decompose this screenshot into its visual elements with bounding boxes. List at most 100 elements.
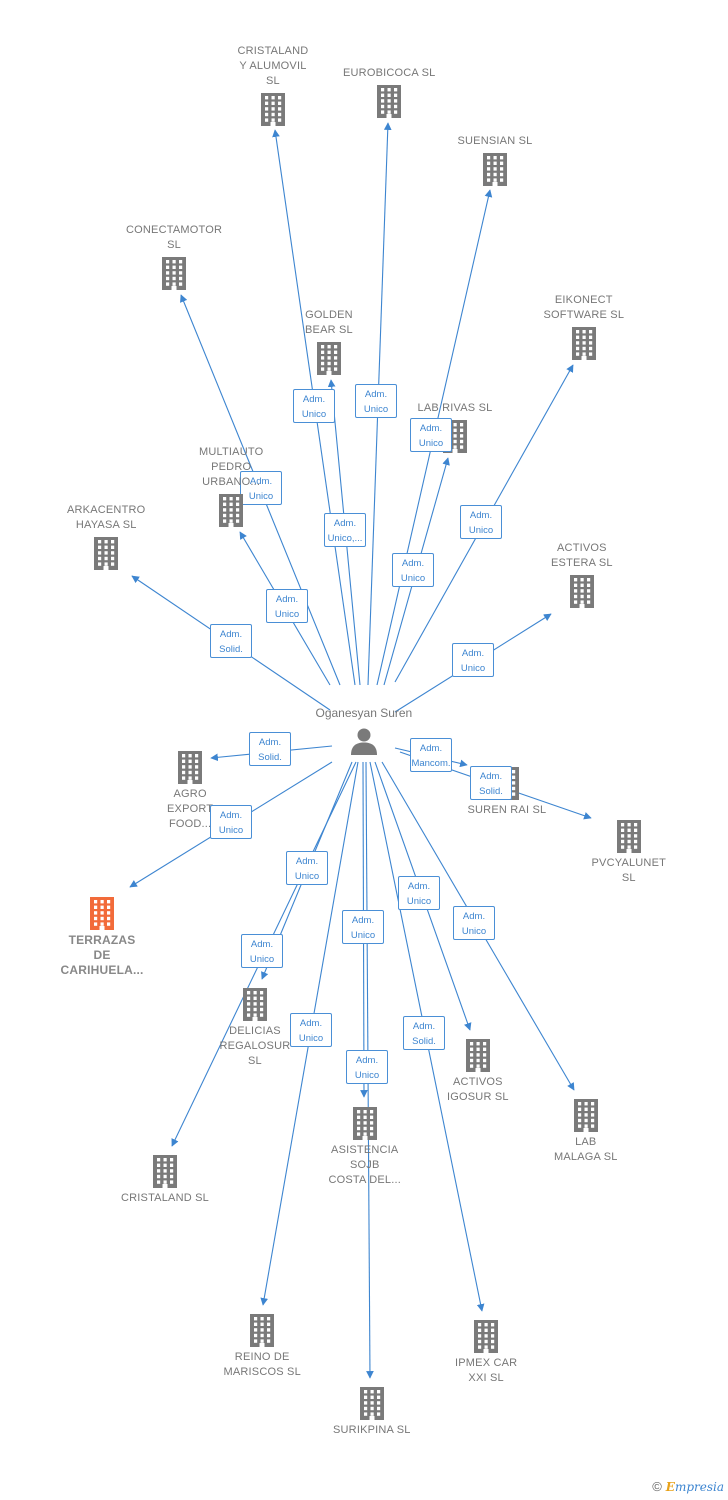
building-icon: [242, 988, 267, 1021]
company-node-activos_igosur[interactable]: ACTIVOS IGOSUR SL: [447, 1038, 509, 1105]
company-label: ARKACENTRO HAYASA SL: [67, 504, 146, 531]
role-badge-arkacentro[interactable]: Adm.Solid.: [210, 624, 252, 658]
role-badge-text: Unico: [363, 404, 389, 415]
role-badge-text: Unico: [218, 825, 244, 836]
building-icon: [178, 751, 203, 784]
role-badge-text: Mancom.: [411, 758, 451, 769]
role-badge-pvcyalunet[interactable]: Adm.Solid.: [470, 766, 512, 800]
company-label: SUREN RAI SL: [467, 804, 547, 816]
role-badge-text: Adm.: [462, 911, 486, 922]
role-badge-eikonect[interactable]: Adm. Unico: [460, 505, 502, 539]
role-badge-text: Adm.: [351, 915, 375, 926]
company-node-activos_estera[interactable]: ACTIVOS ESTERA SL: [551, 541, 613, 608]
role-badge-text: Adm.: [355, 1055, 379, 1066]
company-node-lab_malaga[interactable]: LAB MALAGA SL: [554, 1098, 618, 1165]
role-badge-lab_rivas[interactable]: Adm. Unico: [410, 418, 452, 452]
role-badge-text: Adm.: [275, 594, 299, 605]
company-label: EIKONECT SOFTWARE SL: [543, 294, 625, 321]
company-label: CRISTALAND Y ALUMOVIL SL: [237, 45, 309, 87]
role-badge-text: Adm.: [219, 629, 243, 640]
role-badge-text: Adm.: [333, 518, 357, 529]
building-icon: [152, 1155, 177, 1188]
building-icon: [616, 820, 641, 853]
company-node-reino_mariscos[interactable]: REINO DE MARISCOS SL: [224, 1313, 301, 1380]
building-icon: [571, 327, 596, 360]
role-badge-text: Solid.: [479, 786, 503, 797]
role-badge-text: Adm.: [249, 476, 273, 487]
role-badge-text: Unico: [400, 573, 426, 584]
company-node-golden_bear[interactable]: GOLDEN BEAR SL: [305, 308, 353, 375]
role-badge-text: Unico: [298, 1033, 324, 1044]
company-node-eurobicoca[interactable]: EUROBICOCA SL: [343, 66, 435, 118]
role-badge-multiauto[interactable]: Adm. Unico: [266, 589, 308, 623]
brand-logo: Empresia: [665, 1479, 724, 1494]
role-badge-eurobicoca[interactable]: Adm.Unico: [355, 384, 397, 418]
company-node-cristaland[interactable]: CRISTALAND SL: [121, 1154, 209, 1206]
role-badge-text: Unico: [468, 525, 494, 536]
company-node-terrazas[interactable]: TERRAZAS DE CARIHUELA...: [61, 896, 144, 978]
company-node-ipmex[interactable]: IPMEX CAR XXI SL: [455, 1319, 517, 1386]
person-label: Oganesyan Suren: [315, 706, 413, 720]
role-badge-conectamotor[interactable]: Adm.Unico: [240, 471, 282, 505]
company-node-agro_export[interactable]: AGRO EXPORT FOOD...: [167, 750, 213, 832]
company-node-multiauto[interactable]: MULTIAUTO PEDRO URBANO...: [199, 445, 263, 527]
role-badge-activos_igosur[interactable]: Adm.Unico: [398, 876, 440, 910]
role-badge-suren_rai[interactable]: Adm.Mancom.: [410, 738, 452, 772]
credit: © Empresia: [652, 1479, 724, 1494]
role-badge-text: Unico: [294, 871, 320, 882]
building-icon: [90, 897, 115, 930]
role-badge-text: Unico: [350, 930, 376, 941]
company-label: LAB RIVAS SL: [417, 402, 493, 414]
role-badge-text: Unico: [274, 609, 300, 620]
role-badge-text: Unico: [354, 1070, 380, 1081]
role-badge-text: Adm.: [469, 510, 493, 521]
company-node-suensian[interactable]: SUENSIAN SL: [458, 134, 533, 186]
company-label: GOLDEN BEAR SL: [305, 309, 353, 336]
role-badge-reino_mariscos[interactable]: Adm. Unico: [290, 1013, 332, 1047]
person-node[interactable]: Oganesyan Suren: [315, 706, 413, 756]
company-label: PVCYALUNET SL: [591, 857, 667, 884]
role-badge-text: Adm.: [302, 394, 326, 405]
role-badge-cristaland[interactable]: Adm.Unico: [241, 934, 283, 968]
role-badge-text: Adm.: [401, 558, 425, 569]
company-node-asistencia[interactable]: ASISTENCIA SOJB COSTA DEL...: [329, 1106, 402, 1188]
company-node-cristaland_alumovil[interactable]: CRISTALAND Y ALUMOVIL SL: [238, 44, 309, 126]
company-node-pvcyalunet[interactable]: PVCYALUNET SL: [592, 819, 667, 886]
copyright-symbol: ©: [652, 1479, 662, 1494]
company-node-delicias[interactable]: DELICIAS REGALOSUR SL: [220, 987, 291, 1069]
company-label: ACTIVOS IGOSUR SL: [447, 1076, 509, 1103]
role-badge-suensian[interactable]: Adm. Unico: [392, 553, 434, 587]
role-badge-text: Unico: [418, 438, 444, 449]
role-badge-lab_malaga[interactable]: Adm.Unico: [453, 906, 495, 940]
role-badge-surikpina[interactable]: Adm. Unico: [346, 1050, 388, 1084]
role-badge-text: Solid.: [258, 752, 282, 763]
role-badge-text: Adm.: [258, 737, 282, 748]
company-label: CONECTAMOTOR SL: [126, 224, 223, 251]
role-badge-text: Adm.: [299, 1018, 323, 1029]
role-badge-text: Adm.: [250, 939, 274, 950]
role-badge-text: Unico: [301, 409, 327, 420]
company-node-arkacentro[interactable]: ARKACENTRO HAYASA SL: [67, 503, 145, 570]
company-label: CRISTALAND SL: [121, 1192, 209, 1204]
role-badge-agro_export[interactable]: Adm. Solid.: [249, 732, 291, 766]
role-badge-text: Adm.: [461, 648, 485, 659]
company-node-eikonect[interactable]: EIKONECT SOFTWARE SL: [544, 293, 625, 360]
building-icon: [573, 1099, 598, 1132]
role-badge-golden_bear[interactable]: Adm.Unico,...: [324, 513, 366, 547]
role-badge-cristaland_alumovil[interactable]: Adm. Unico: [293, 389, 335, 423]
role-badge-text: Adm.: [419, 423, 443, 434]
role-badge-asistencia[interactable]: Adm. Unico: [342, 910, 384, 944]
role-badge-activos_estera[interactable]: Adm.Unico: [452, 643, 494, 677]
building-icon: [162, 257, 187, 290]
building-icon: [219, 494, 244, 527]
role-badge-terrazas[interactable]: Adm.Unico: [210, 805, 252, 839]
building-icon: [465, 1039, 490, 1072]
building-icon: [352, 1107, 377, 1140]
company-label: SURIKPINA SL: [333, 1424, 411, 1436]
role-badge-ipmex[interactable]: Adm.Solid.: [403, 1016, 445, 1050]
company-node-conectamotor[interactable]: CONECTAMOTOR SL: [126, 223, 222, 290]
company-node-surikpina[interactable]: SURIKPINA SL: [333, 1386, 411, 1438]
role-badge-delicias[interactable]: Adm.Unico: [286, 851, 328, 885]
role-badge-text: Unico: [406, 896, 432, 907]
